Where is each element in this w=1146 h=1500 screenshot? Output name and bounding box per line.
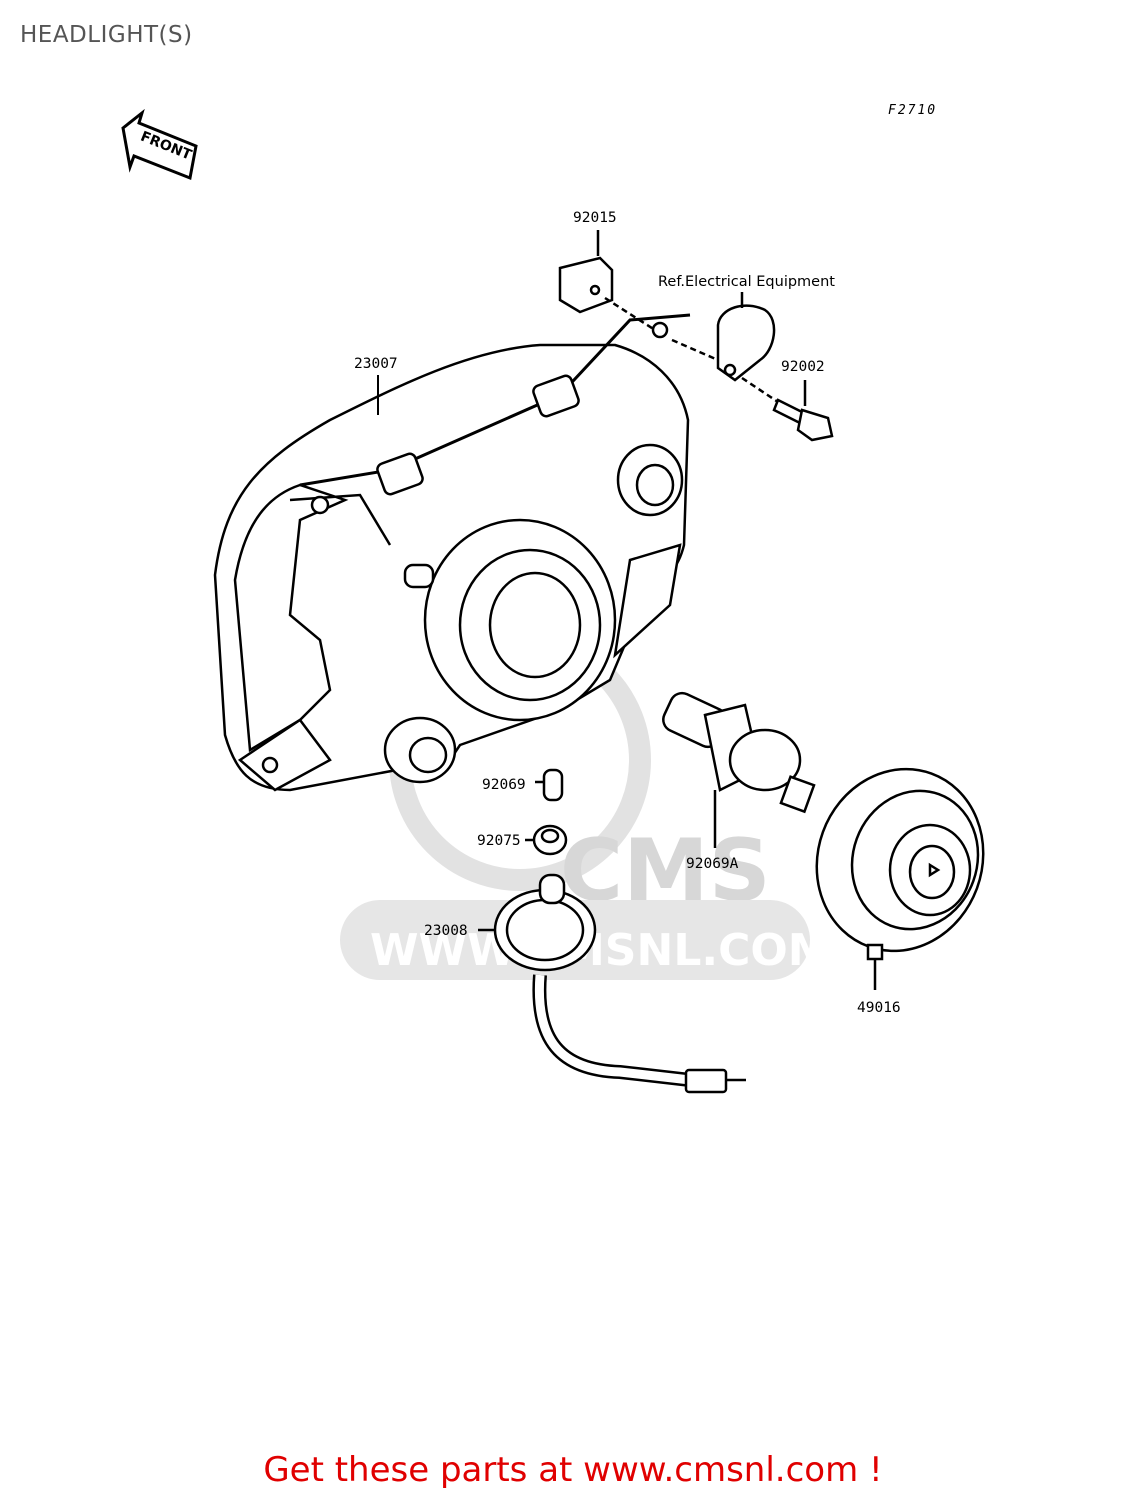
label-92015: 92015	[573, 210, 617, 226]
part-92015-clip	[558, 230, 656, 332]
reference-note: Ref.Electrical Equipment	[658, 274, 835, 290]
watermark-url: WWW.CMSNL.COM	[370, 925, 832, 976]
front-arrow-icon: FRONT	[121, 108, 198, 181]
label-92002: 92002	[781, 359, 825, 375]
part-92069-small-bulb	[535, 768, 564, 802]
part-92069A-bulb	[662, 691, 816, 848]
part-49016-cover	[815, 767, 985, 990]
part-23008-socket	[478, 873, 746, 1094]
part-labels: 92015 23007 92002 92069 92075 92069A 230…	[354, 210, 901, 1016]
label-49016: 49016	[857, 1000, 901, 1016]
label-92069A: 92069A	[686, 856, 739, 872]
label-92075: 92075	[477, 833, 521, 849]
part-bracket	[671, 292, 776, 382]
headlight-housing	[213, 313, 691, 792]
part-92002-bolt	[741, 376, 834, 442]
label-23008: 23008	[424, 923, 468, 939]
watermark: CMS WWW.CMSNL.COM	[340, 629, 832, 980]
label-92069: 92069	[482, 777, 526, 793]
page-title: HEADLIGHT(S)	[20, 22, 193, 48]
figure-code: F2710	[888, 103, 937, 118]
part-92075-grommet	[525, 824, 568, 856]
footer-link[interactable]: Get these parts at www.cmsnl.com !	[263, 1450, 883, 1490]
label-23007: 23007	[354, 356, 398, 372]
